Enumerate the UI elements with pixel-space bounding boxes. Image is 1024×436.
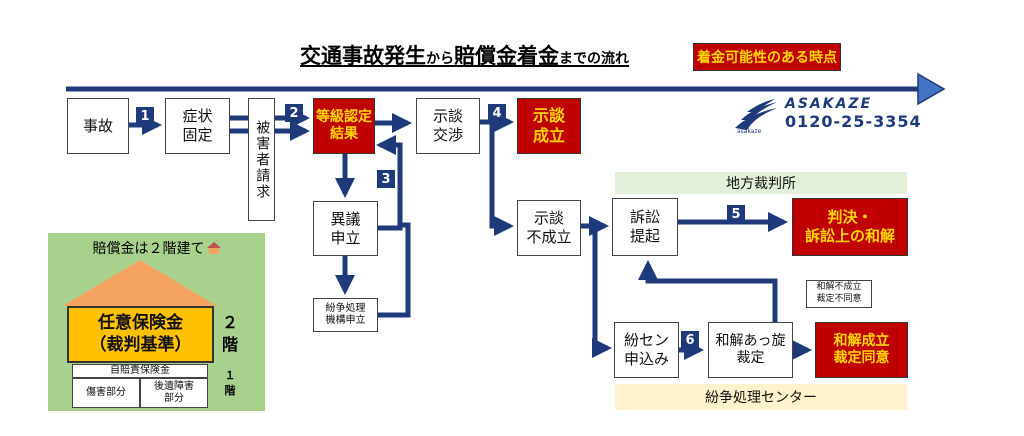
house-saiban-label: （裁判基準） [89, 334, 192, 355]
node-igi-moushitate: 異議 申立 [313, 201, 378, 256]
house-shogai: 傷害部分 [72, 378, 140, 408]
step-badge-2: 2 [285, 104, 303, 122]
logo: ASAKAZE 0120-25-3354 asakaze [733, 96, 921, 136]
node-wakai-assen: 和解あっ旋 裁定 [708, 322, 793, 378]
node-wakai-seiritsu: 和解成立 裁定同意 [815, 322, 908, 378]
title-part-2: 賠償金着金 [454, 44, 559, 68]
step-badge-6: 6 [681, 331, 699, 349]
node-jidan-seiritsu: 示談 成立 [517, 98, 581, 154]
node-jiko: 事故 [67, 98, 129, 154]
node-tokyu-nintei: 等級認定 結果 [313, 98, 375, 154]
house-nini-label: 任意保険金 [98, 313, 183, 334]
legend-badge: 着金可能性のある時点 [693, 43, 841, 71]
step-badge-1: 1 [136, 107, 154, 125]
logo-phone: 0120-25-3354 [785, 112, 922, 131]
house-koui: 後遺障害 部分 [140, 378, 208, 408]
title-part-1: 交通事故発生 [300, 44, 426, 68]
logo-sub: asakaze [737, 128, 762, 135]
band-chiho: 地方裁判所 [615, 172, 907, 194]
page-title: 交通事故発生から賠償金着金までの流れ [300, 40, 629, 70]
node-shojo-kotei: 症状 固定 [165, 98, 230, 154]
node-wakai-fuseiritsu: 和解不成立 裁定不同意 [806, 280, 872, 308]
node-higaisha-seikyu: 被害者請求 [248, 98, 275, 221]
house-floor-1: １ 階 [224, 369, 236, 398]
logo-brand: ASAKAZE [785, 96, 873, 112]
house-heading-text: 賠償金は２階建て [92, 241, 205, 257]
step-badge-4: 4 [488, 104, 506, 122]
band-funso-center: 紛争処理センター [615, 384, 907, 410]
house-jibai: 自賠責保険金 [72, 364, 208, 378]
title-part-made: までの流れ [559, 51, 629, 67]
house-nini-hoken: 任意保険金 （裁判基準） [67, 306, 214, 363]
house-icon [206, 242, 221, 254]
node-sosho-teiki: 訴訟 提起 [612, 198, 678, 256]
step-badge-5: 5 [727, 205, 745, 223]
timeline-arrowhead-icon [917, 72, 946, 106]
node-jidan-kosho: 示談 交渉 [416, 98, 480, 154]
title-part-kara: から [426, 51, 454, 67]
node-hanketsu: 判決・ 訴訟上の和解 [792, 198, 908, 256]
house-heading: 賠償金は２階建て [48, 238, 265, 258]
house-floor-2: ２ 階 [221, 313, 238, 355]
house-roof [63, 260, 217, 306]
node-jidan-fuseiritsu: 示談 不成立 [517, 200, 581, 256]
node-funsen-moushikomi: 紛セン 申込み [614, 322, 679, 378]
wave-logo-icon [735, 99, 777, 130]
step-badge-3: 3 [377, 170, 395, 188]
node-funso-kikou: 紛争処理 機構申立 [313, 298, 378, 332]
